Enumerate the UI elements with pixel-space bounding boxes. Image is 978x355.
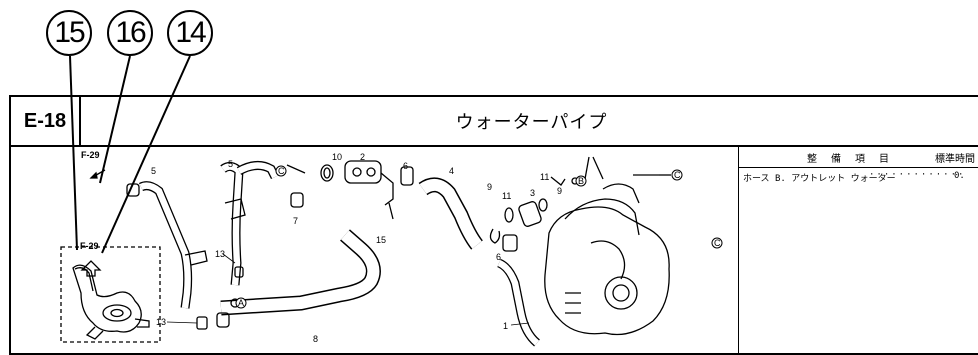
part-number: 13 <box>156 317 166 327</box>
standard-time-heading: 標準時間 <box>935 154 975 165</box>
part-number: 3 <box>530 188 535 198</box>
callout-16: 16 <box>107 10 153 56</box>
service-items-header: 整備項目 標準時間 <box>739 145 978 168</box>
callout-15: 15 <box>46 10 92 56</box>
service-items-panel: 整備項目 標準時間 ホース B. アウトレット ウォーター ··········… <box>738 145 978 353</box>
leader-dots: ············· <box>869 170 966 180</box>
service-item-name: ホース B. アウトレット ウォーター <box>743 174 896 184</box>
part-number: 6 <box>403 161 408 171</box>
callout-leader-lines <box>69 55 191 254</box>
part-number: 6 <box>496 252 501 262</box>
section-header: E-18 ウォーターパイプ <box>11 97 978 147</box>
part-number: 10 <box>332 152 342 162</box>
part-number: 11 <box>540 172 549 182</box>
service-item-row: ホース B. アウトレット ウォーター ············· 0. <box>739 168 978 186</box>
part-number: 15 <box>376 235 386 245</box>
exploded-parts-diagram: F-29 F-29 1 2 3 4 5 5 6 6 7 8 9 9 10 11 … <box>60 150 723 347</box>
part-number: 5 <box>151 166 156 176</box>
part-number: 9 <box>487 182 492 192</box>
part-number: 1 <box>503 321 508 331</box>
marker-letter: A <box>238 298 244 308</box>
section-code: E-18 <box>11 97 81 145</box>
marker-letter: C <box>714 238 721 248</box>
part-number: 7 <box>293 216 298 226</box>
part-number: 13 <box>215 249 225 259</box>
ref-f29-bottom: F-29 <box>80 241 99 251</box>
part-number: 8 <box>313 334 318 344</box>
service-items-heading: 整備項目 <box>807 154 903 165</box>
marker-letter: C <box>674 170 681 180</box>
marker-letter: B <box>578 176 584 186</box>
part-number: 11 <box>502 191 511 201</box>
callout-14: 14 <box>167 10 213 56</box>
section-title: ウォーターパイプ <box>455 112 608 133</box>
part-number: 5 <box>228 159 233 169</box>
ref-f29-top: F-29 <box>81 150 100 160</box>
part-number: 2 <box>360 152 365 162</box>
marker-letter: C <box>278 166 285 176</box>
service-item-time: 0. <box>954 171 965 181</box>
part-number: 9 <box>557 186 562 196</box>
part-number: 4 <box>449 166 454 176</box>
